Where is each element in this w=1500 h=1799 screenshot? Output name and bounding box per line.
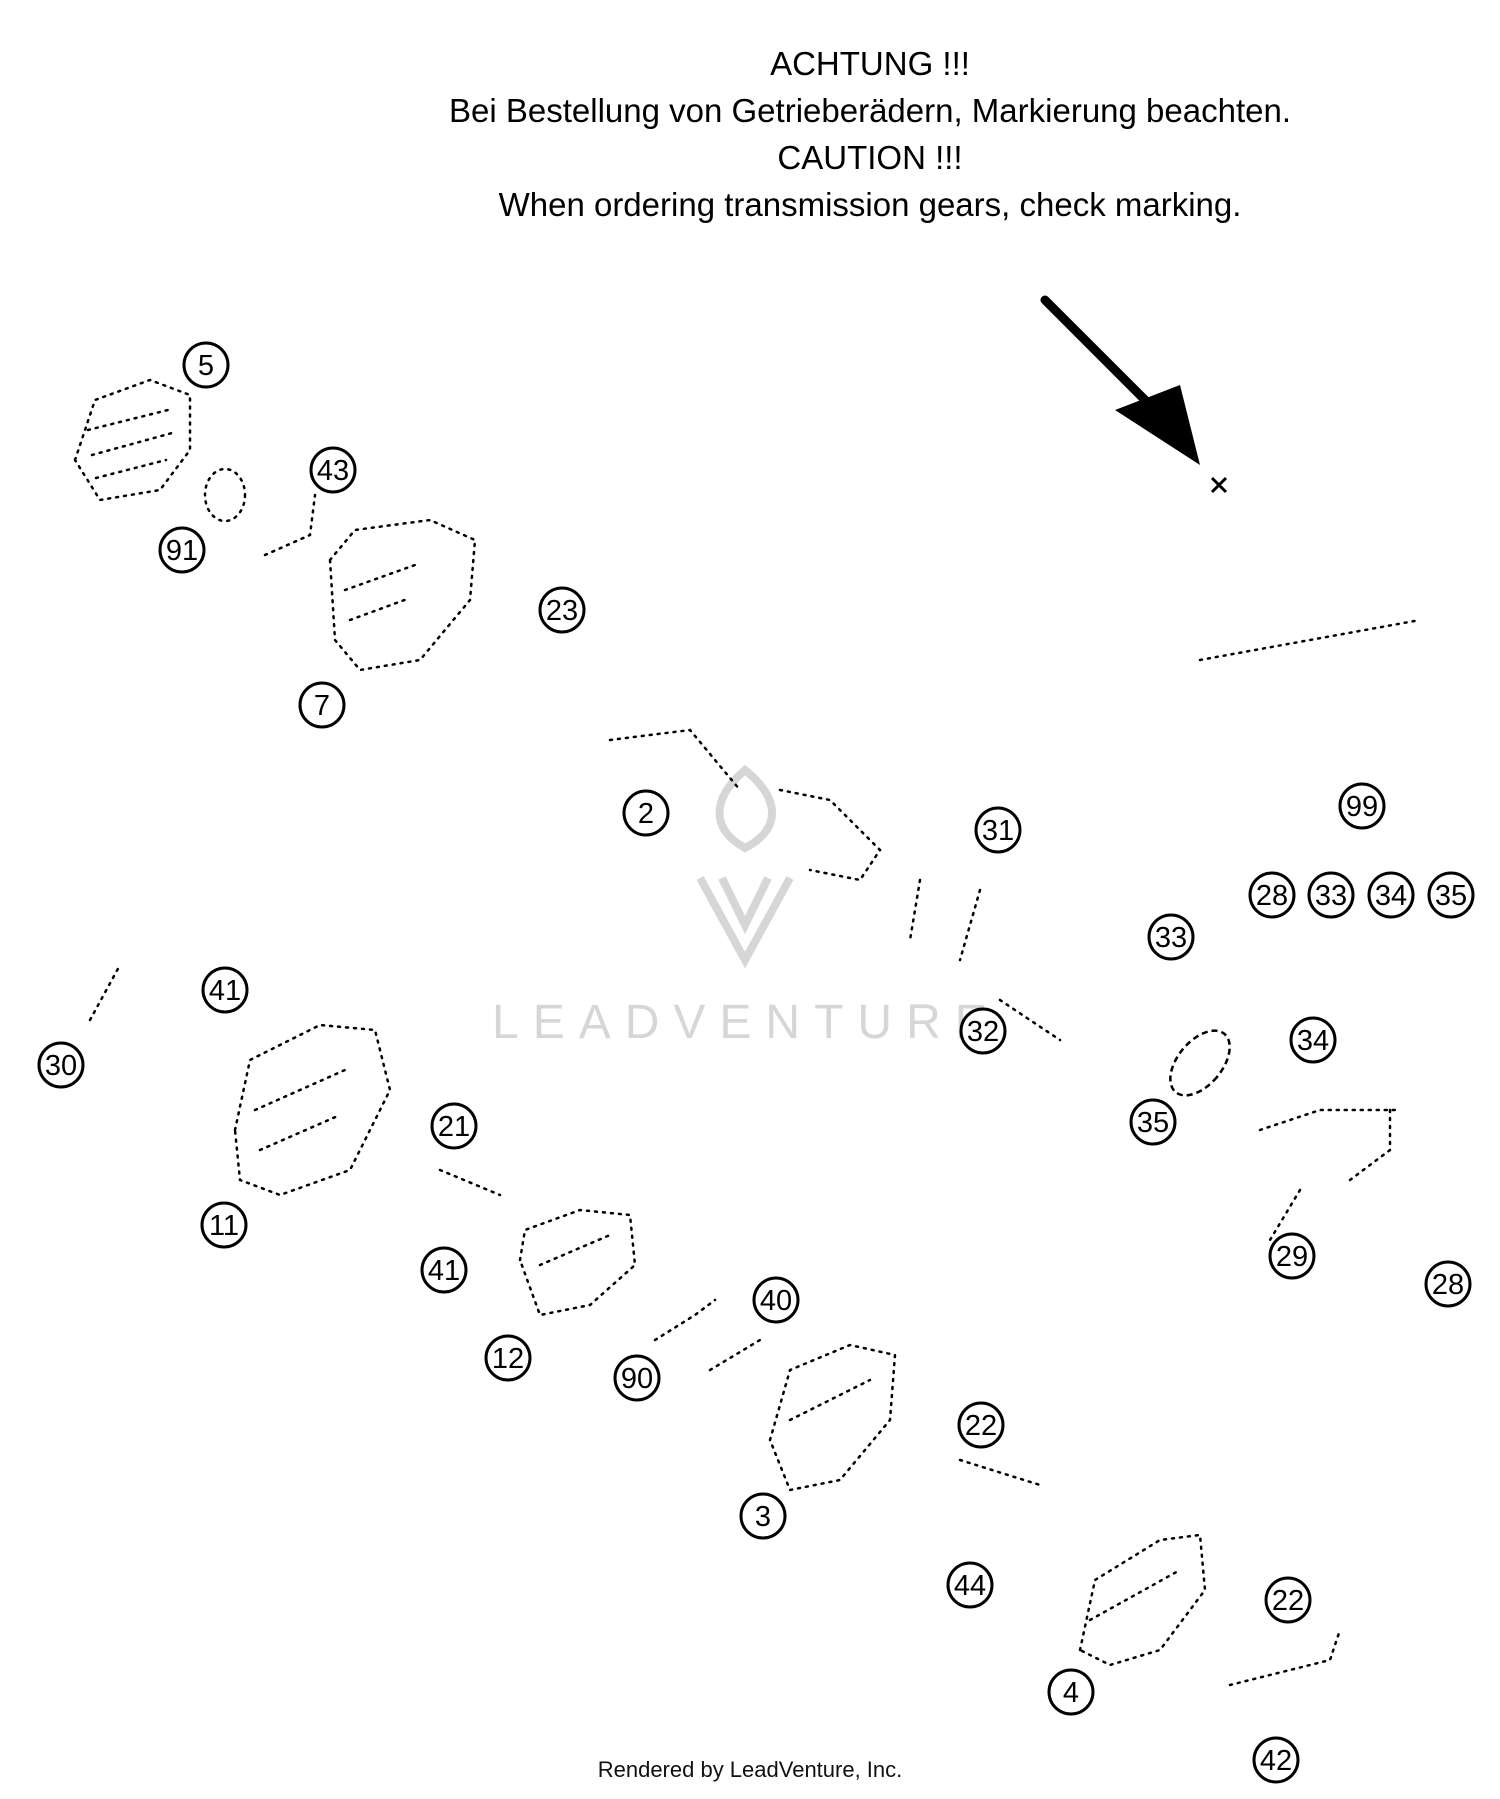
marking-arrow <box>1040 295 1228 494</box>
callout-34[interactable]: 34 <box>1367 871 1415 919</box>
svg-text:90: 90 <box>621 1363 653 1395</box>
svg-text:40: 40 <box>760 1285 792 1317</box>
part-11-gear <box>233 1023 392 1197</box>
svg-text:34: 34 <box>1297 1025 1329 1057</box>
svg-text:5: 5 <box>198 350 214 382</box>
callout-34b[interactable]: 34 <box>1289 1016 1337 1064</box>
part-31-shaft <box>778 788 882 882</box>
callout-41b[interactable]: 41 <box>420 1246 468 1294</box>
svg-text:29: 29 <box>1276 1241 1308 1273</box>
notice-line-achtung: ACHTUNG !!! <box>770 45 970 82</box>
svg-text:41: 41 <box>428 1255 460 1287</box>
callout-22b[interactable]: 22 <box>1264 1576 1312 1624</box>
part-drawings <box>73 378 1422 1687</box>
callout-35b[interactable]: 35 <box>1129 1098 1177 1146</box>
callout-22[interactable]: 22 <box>957 1401 1005 1449</box>
callout-30[interactable]: 30 <box>37 1041 85 1089</box>
render-credit: Rendered by LeadVenture, Inc. <box>597 1757 903 1782</box>
svg-text:22: 22 <box>1272 1585 1304 1617</box>
part-35-oring <box>1169 1029 1231 1097</box>
svg-text:28: 28 <box>1432 1269 1464 1301</box>
callout-28[interactable]: 28 <box>1248 871 1296 919</box>
callout-44[interactable]: 44 <box>946 1561 994 1609</box>
callout-28b[interactable]: 28 <box>1424 1260 1472 1308</box>
callout-31[interactable]: 31 <box>974 806 1022 854</box>
svg-text:33: 33 <box>1155 922 1187 954</box>
svg-text:44: 44 <box>954 1570 986 1602</box>
part-90-ring <box>653 1298 717 1342</box>
callout-42[interactable]: 42 <box>1252 1736 1300 1784</box>
svg-text:91: 91 <box>166 535 198 567</box>
svg-text:22: 22 <box>965 1410 997 1442</box>
callout-40[interactable]: 40 <box>752 1276 800 1324</box>
notice-line-caution: CAUTION !!! <box>777 139 963 176</box>
callout-99[interactable]: 99 <box>1338 782 1386 830</box>
svg-text:32: 32 <box>967 1016 999 1048</box>
svg-text:28: 28 <box>1256 880 1288 912</box>
svg-text:43: 43 <box>317 455 349 487</box>
part-5-gear <box>73 378 192 502</box>
svg-text:41: 41 <box>209 975 241 1007</box>
svg-text:42: 42 <box>1260 1745 1292 1777</box>
part-43 <box>263 493 317 557</box>
part-7-gear <box>328 518 477 672</box>
callout-43[interactable]: 43 <box>309 446 357 494</box>
svg-text:99: 99 <box>1346 791 1378 823</box>
callout-11[interactable]: 11 <box>200 1201 248 1249</box>
callout-23[interactable]: 23 <box>538 586 586 634</box>
callout-29[interactable]: 29 <box>1268 1232 1316 1280</box>
svg-text:12: 12 <box>492 1343 524 1375</box>
svg-text:11: 11 <box>209 1210 239 1242</box>
part-2 <box>608 728 742 792</box>
part-4-gear <box>1078 1533 1207 1667</box>
callout-21[interactable]: 21 <box>430 1102 478 1150</box>
callout-33[interactable]: 33 <box>1307 871 1355 919</box>
watermark-text: LEADVENTURE <box>492 996 1001 1049</box>
svg-text:7: 7 <box>314 690 330 722</box>
svg-text:34: 34 <box>1375 880 1407 912</box>
part-91-ring <box>203 467 247 523</box>
svg-text:4: 4 <box>1063 1677 1079 1709</box>
callout-7[interactable]: 7 <box>298 681 346 729</box>
part-30 <box>88 963 122 1022</box>
caution-notice: ACHTUNG !!! Bei Bestellung von Getrieber… <box>380 40 1360 228</box>
callout-33b[interactable]: 33 <box>1147 913 1195 961</box>
part-22a <box>958 1458 1042 1487</box>
callout-group: 5 43 91 23 7 2 31 99 28 33 34 35 33 41 3… <box>37 341 1475 1784</box>
callout-2[interactable]: 2 <box>622 789 670 837</box>
callout-32[interactable]: 32 <box>959 1007 1007 1055</box>
callout-90[interactable]: 90 <box>613 1354 661 1402</box>
callout-3[interactable]: 3 <box>739 1492 787 1540</box>
svg-text:35: 35 <box>1435 880 1467 912</box>
part-42 <box>1228 1628 1342 1687</box>
callout-5[interactable]: 5 <box>182 341 230 389</box>
callout-41[interactable]: 41 <box>201 966 249 1014</box>
callout-12[interactable]: 12 <box>484 1334 532 1382</box>
callout-35[interactable]: 35 <box>1427 871 1475 919</box>
svg-text:23: 23 <box>546 595 578 627</box>
callout-4[interactable]: 4 <box>1047 1668 1095 1716</box>
svg-text:30: 30 <box>45 1050 77 1082</box>
notice-line-english: When ordering transmission gears, check … <box>498 186 1242 223</box>
notice-line-german: Bei Bestellung von Getrieberädern, Marki… <box>449 92 1291 129</box>
svg-text:3: 3 <box>755 1501 771 1533</box>
part-21 <box>438 1168 502 1197</box>
part-32 <box>998 998 1062 1042</box>
callout-91[interactable]: 91 <box>158 526 206 574</box>
part-3-gear <box>768 1343 897 1492</box>
part-12-gear <box>518 1208 637 1317</box>
watermark-logo <box>696 764 794 969</box>
svg-text:21: 21 <box>438 1111 470 1143</box>
part-29 <box>1258 1108 1402 1132</box>
svg-text:35: 35 <box>1137 1107 1169 1139</box>
svg-text:31: 31 <box>982 815 1014 847</box>
svg-text:33: 33 <box>1315 880 1347 912</box>
svg-text:2: 2 <box>638 798 654 830</box>
